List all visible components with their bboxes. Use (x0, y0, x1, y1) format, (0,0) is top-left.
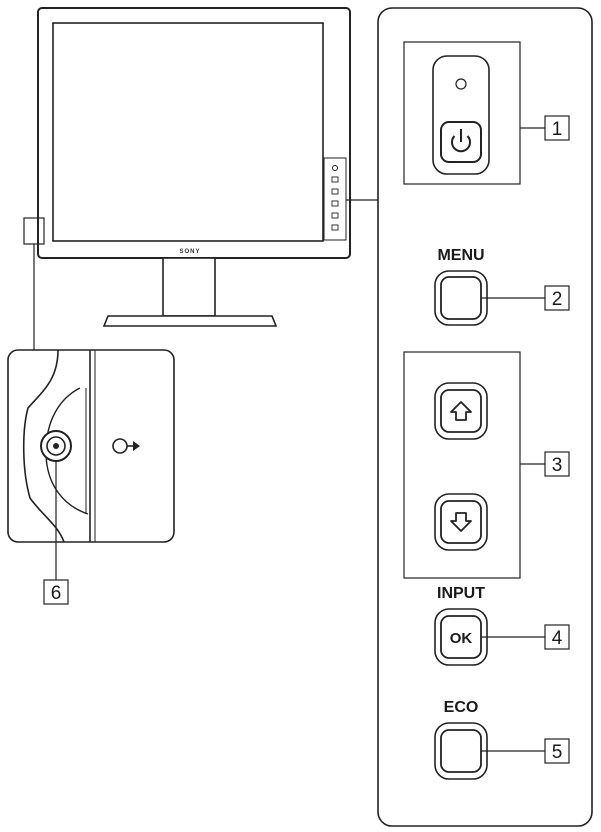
down-arrow-icon (450, 512, 472, 532)
callout-4: 4 (552, 628, 563, 649)
callout-1-box (544, 115, 570, 141)
callout-6: 6 (51, 583, 62, 604)
eco-label: ECO (444, 699, 479, 716)
monitor-stand-neck (162, 257, 216, 317)
power-icon (451, 129, 471, 153)
monitor-screen (52, 22, 324, 242)
callout-2: 2 (552, 289, 563, 310)
ok-key-label: OK (450, 630, 473, 647)
menu-button[interactable] (440, 276, 482, 320)
headphone-detail-frame (7, 349, 175, 543)
callout-5: 5 (552, 742, 563, 763)
input-label: INPUT (437, 585, 485, 602)
callout-4-box (544, 624, 570, 650)
up-button[interactable] (440, 389, 482, 433)
monitor-brand-logo: SONY (179, 249, 200, 255)
callout-2-box (544, 285, 570, 311)
monitor-stand-base (102, 315, 278, 327)
down-button[interactable] (440, 500, 482, 544)
callout-6-box (43, 579, 69, 605)
headphone-symbol-icon (112, 438, 140, 454)
up-arrow-icon (450, 401, 472, 421)
power-indicator-icon (455, 78, 467, 90)
callout-3-box (544, 451, 570, 477)
monitor-button-strip (323, 157, 347, 241)
callout-1: 1 (552, 119, 563, 140)
eco-button[interactable] (440, 729, 482, 773)
headphone-detail: 6 (7, 349, 175, 605)
menu-label: MENU (437, 247, 484, 264)
callout-3: 3 (552, 455, 563, 476)
monitor: SONY (23, 7, 378, 354)
callout-5-box (544, 738, 570, 764)
control-panel: 1 MENU 2 3 INPUT OK 4 ECO 5 (377, 7, 593, 827)
